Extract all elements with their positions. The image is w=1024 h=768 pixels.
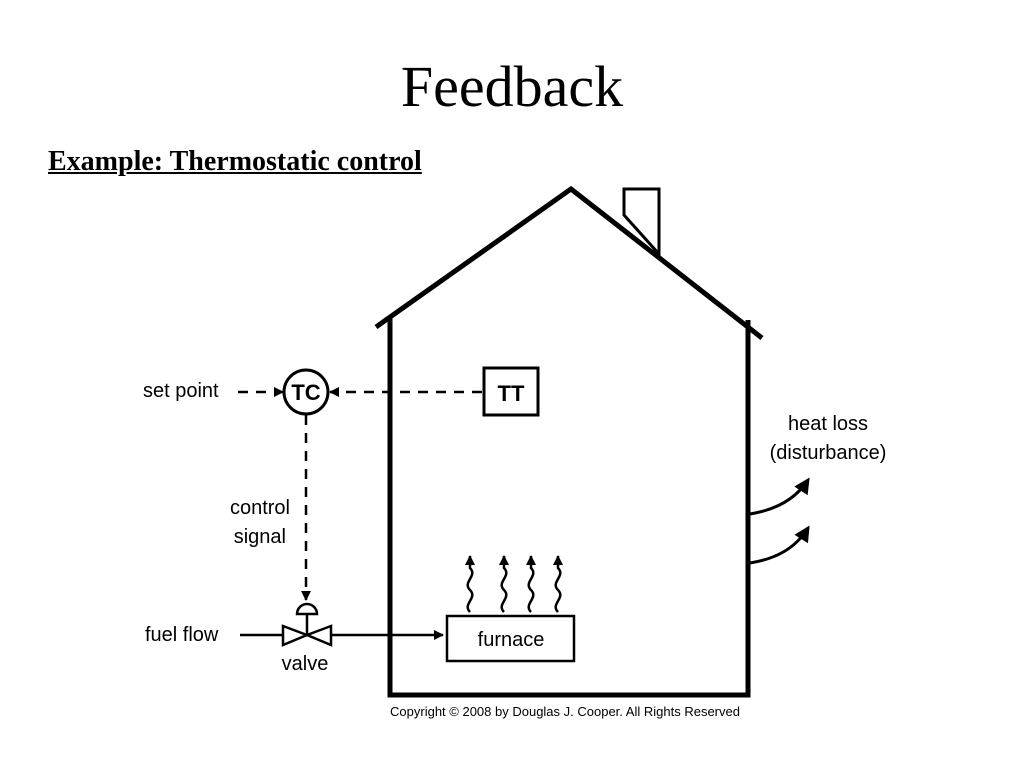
- heat-loss-label-line1: heat loss: [788, 413, 868, 435]
- heat-loss-arrow-upper: [749, 477, 810, 516]
- heat-wave-2: [499, 555, 509, 613]
- house-roof: [374, 185, 764, 340]
- slide-subtitle: Example: Thermostatic control: [48, 146, 422, 177]
- heat-loss-arrow-lower: [749, 525, 810, 565]
- valve-icon: [281, 602, 333, 647]
- temperature-controller-label: TC: [291, 380, 320, 405]
- heat-wave-4: [553, 555, 563, 613]
- temperature-transmitter-box: [482, 366, 540, 417]
- temperature-controller-circle: [282, 368, 330, 416]
- furnace-box: [445, 614, 576, 663]
- heat-waves: [465, 555, 563, 613]
- fuel-flow-label: fuel flow: [145, 624, 219, 646]
- temperature-transmitter-label: TT: [498, 381, 525, 406]
- slide-title: Feedback: [400, 54, 624, 119]
- house-outline: [374, 185, 764, 698]
- control-signal-label-line2: signal: [234, 526, 286, 548]
- set-point-label: set point: [143, 380, 219, 402]
- heat-wave-1: [465, 555, 475, 613]
- heat-loss-arrows: [749, 477, 810, 565]
- control-signal-label-line1: control: [230, 497, 290, 519]
- valve-label: valve: [282, 653, 329, 675]
- copyright-notice: Copyright © 2008 by Douglas J. Cooper. A…: [390, 704, 740, 719]
- heat-loss-label-line2: (disturbance): [770, 442, 887, 464]
- heat-wave-3: [526, 555, 536, 613]
- chimney: [622, 187, 661, 258]
- furnace-label: furnace: [478, 629, 545, 651]
- house-walls: [387, 318, 751, 698]
